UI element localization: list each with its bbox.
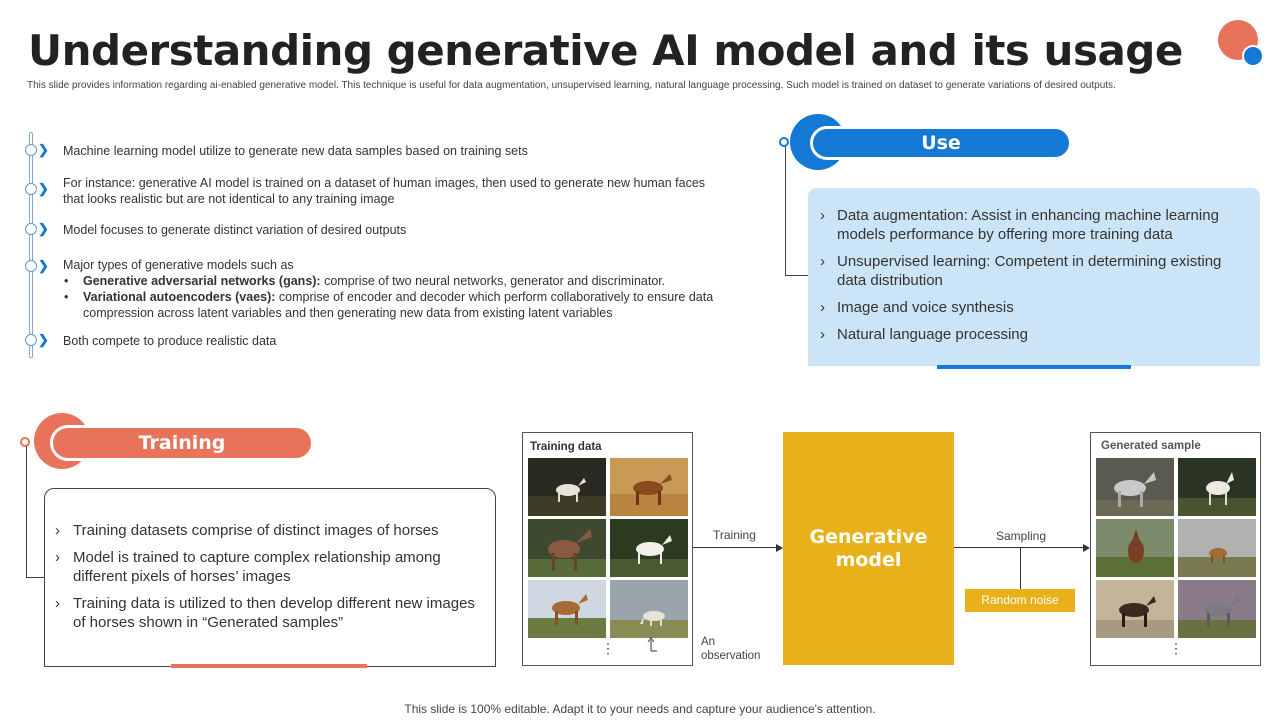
chevron-right-icon: › xyxy=(55,595,60,612)
page-title: Understanding generative AI model and it… xyxy=(28,26,1183,75)
arrow-right-icon xyxy=(776,544,783,552)
horse-image xyxy=(610,519,688,577)
chevron-right-icon: ❯ xyxy=(38,181,49,196)
timeline-item-4: Major types of generative models such as… xyxy=(63,257,733,321)
observation-pointer-arrow xyxy=(647,637,657,652)
gans-description: comprise of two neural networks, generat… xyxy=(320,274,666,288)
horse-image xyxy=(1178,458,1256,516)
chevron-right-icon: ❯ xyxy=(38,258,49,273)
observation-label: An observation xyxy=(701,636,761,662)
horse-image xyxy=(1096,519,1174,577)
gans-term: Generative adversarial networks (gans): xyxy=(83,274,321,288)
use-item-4: ›Natural language processing xyxy=(820,326,1028,343)
timeline-item-5: Both compete to produce realistic data xyxy=(63,334,277,348)
training-connector-dot xyxy=(20,437,30,447)
sampling-arrow-label: Sampling xyxy=(996,529,1047,543)
use-item-2: ›Unsupervised learning: Competent in det… xyxy=(820,253,1222,289)
list-item: Variational autoencoders (vaes): compris… xyxy=(64,289,733,321)
decorative-blue-circle xyxy=(1242,45,1264,67)
training-accent-bar xyxy=(171,664,367,668)
horse-image xyxy=(1178,519,1256,577)
chevron-right-icon: ❯ xyxy=(38,332,49,347)
timeline-item-2: For instance: generative AI model is tra… xyxy=(63,176,706,206)
list-item: Generative adversarial networks (gans): … xyxy=(64,273,733,289)
use-item-3: ›Image and voice synthesis xyxy=(820,299,1014,316)
horse-image xyxy=(1096,580,1174,638)
timeline-dot xyxy=(25,223,37,235)
chevron-right-icon: › xyxy=(820,299,825,316)
training-heading: Training xyxy=(50,425,314,461)
training-item-2: ›Model is trained to capture complex rel… xyxy=(55,549,441,585)
generative-model-box: Generative model xyxy=(783,432,954,665)
use-list-box: ›Data augmentation: Assist in enhancing … xyxy=(808,188,1260,366)
more-images-ellipsis: ⋮ xyxy=(601,640,615,656)
training-connector-line xyxy=(26,444,46,578)
chevron-right-icon: › xyxy=(820,207,825,224)
gen-model-types-list: Generative adversarial networks (gans): … xyxy=(63,273,733,321)
random-noise-box: Random noise xyxy=(965,589,1075,612)
chevron-right-icon: ❯ xyxy=(38,221,49,236)
page-subtitle: This slide provides information regardin… xyxy=(27,80,1116,91)
arrow-right-icon xyxy=(1083,544,1090,552)
chevron-right-icon: ❯ xyxy=(38,142,49,157)
horse-image xyxy=(1178,580,1256,638)
horse-image xyxy=(528,519,606,577)
sampling-arrow xyxy=(954,547,1084,548)
more-images-ellipsis: ⋮ xyxy=(1169,640,1183,656)
use-heading: Use xyxy=(810,126,1072,160)
timeline-item-3: Model focuses to generate distinct varia… xyxy=(63,223,407,237)
horse-image xyxy=(610,580,688,638)
training-item-1: ›Training datasets comprise of distinct … xyxy=(55,522,439,539)
footer-note: This slide is 100% editable. Adapt it to… xyxy=(404,702,876,716)
horse-image xyxy=(610,458,688,516)
training-arrow xyxy=(693,547,777,548)
timeline-dot xyxy=(25,144,37,156)
noise-connector-line xyxy=(1020,548,1021,589)
generated-sample-panel: Generated sample ⋮ xyxy=(1090,432,1261,666)
timeline-track xyxy=(29,132,33,358)
timeline-item-1: Machine learning model utilize to genera… xyxy=(63,144,528,158)
horse-image xyxy=(528,458,606,516)
timeline-dot xyxy=(25,334,37,346)
chevron-right-icon: › xyxy=(55,549,60,566)
training-data-title: Training data xyxy=(530,441,602,453)
chevron-right-icon: › xyxy=(55,522,60,539)
training-arrow-label: Training xyxy=(713,528,756,542)
use-item-1: ›Data augmentation: Assist in enhancing … xyxy=(820,207,1219,243)
use-connector-dot xyxy=(779,137,789,147)
timeline-item-4-intro: Major types of generative models such as xyxy=(63,258,294,272)
horse-image xyxy=(1096,458,1174,516)
training-item-3: ›Training data is utilized to then devel… xyxy=(55,595,475,631)
training-list-box: ›Training datasets comprise of distinct … xyxy=(44,488,496,667)
chevron-right-icon: › xyxy=(820,326,825,343)
timeline-dot xyxy=(25,260,37,272)
use-connector-line xyxy=(785,142,809,276)
generated-sample-title: Generated sample xyxy=(1101,440,1201,452)
vaes-term: Variational autoencoders (vaes): xyxy=(83,290,276,304)
vaes-description: comprise of encoder and decoder which pe… xyxy=(83,290,714,320)
use-accent-bar xyxy=(937,365,1131,369)
chevron-right-icon: › xyxy=(820,253,825,270)
training-data-panel: Training data ⋮ xyxy=(522,432,693,666)
horse-image xyxy=(528,580,606,638)
timeline-dot xyxy=(25,183,37,195)
